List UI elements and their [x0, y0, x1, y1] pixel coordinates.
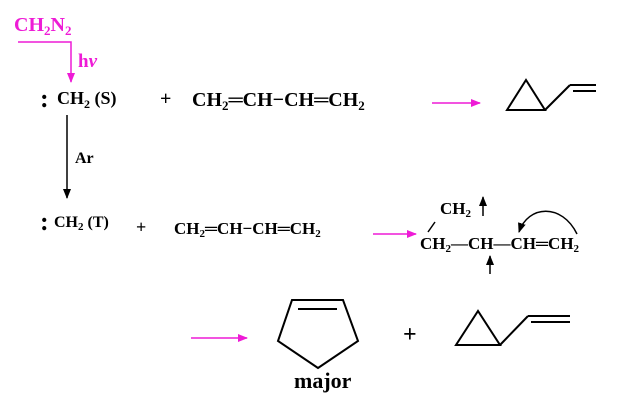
diradical-chain: CH2—CH—CH═CH2 — [420, 234, 580, 255]
hv-label: hν — [78, 51, 98, 72]
triplet-carbene: CH2 (T) — [54, 214, 109, 233]
diazomethane-label: CH2N2 — [14, 14, 71, 38]
plus-sign-1: + — [160, 88, 171, 110]
photolysis-arrow — [18, 41, 75, 83]
plus-sign-3: + — [403, 322, 417, 348]
plus-sign-2: + — [136, 217, 146, 237]
triplet-carbene-dots: : — [40, 207, 49, 236]
diradical-branch: CH2 — [440, 199, 472, 220]
ar-label: Ar — [75, 150, 94, 167]
branch-bond — [427, 221, 436, 233]
butadiene-1: CH2═CH−CH═CH2 — [192, 89, 365, 113]
vinylcyclopropane-structure-2 — [454, 309, 570, 346]
major-label: major — [294, 368, 352, 393]
cyclopentene-structure — [276, 299, 360, 370]
butadiene-2: CH2═CH−CH═CH2 — [174, 219, 321, 240]
vinylcyclopropane-structure-1 — [505, 78, 596, 111]
electron-flow-arrow — [518, 210, 578, 235]
singlet-carbene-dots: : — [40, 84, 49, 113]
singlet-carbene: CH2 (S) — [57, 88, 117, 111]
